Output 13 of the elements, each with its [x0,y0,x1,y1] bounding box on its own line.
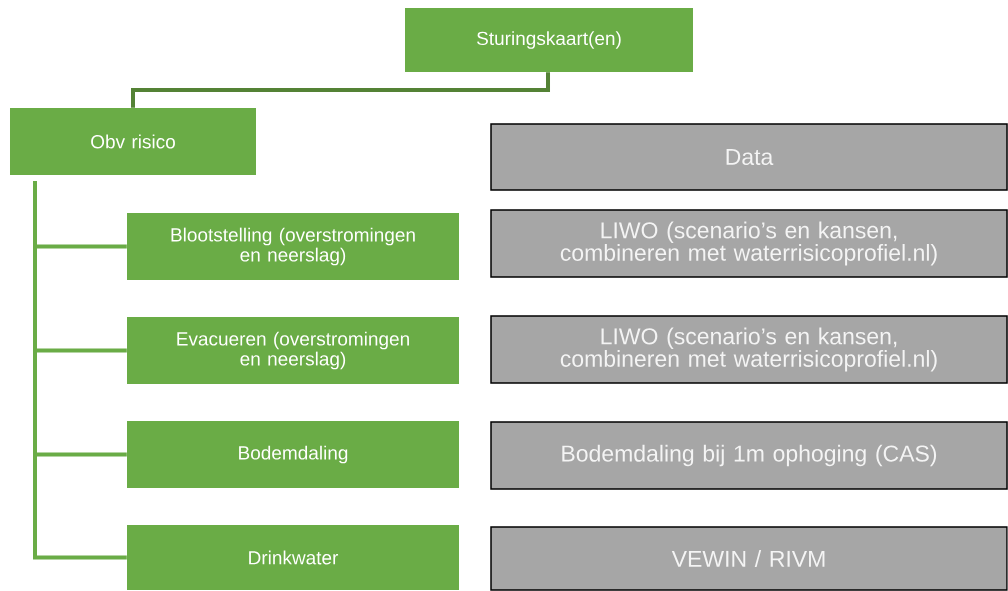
data-box: Data [490,123,1008,191]
category-box: Bodemdaling [127,421,459,488]
data-box: LIWO (scenario’s en kansen, combineren met waterrisicoprofiel.nl) [490,315,1008,384]
data-box: VEWIN / RIVM [490,526,1008,591]
category-box: Evacueren (overstromingen en neerslag) [127,317,459,384]
category-box: Sturingskaart(en) [405,8,693,72]
connector-line [131,72,550,108]
category-box: Obv risico [10,108,256,175]
data-box: Bodemdaling bij 1m ophoging (CAS) [490,421,1008,490]
category-box: Blootstelling (overstromingen en neerslag) [127,213,459,280]
connector-line [33,181,127,560]
category-box: Drinkwater [127,525,459,590]
data-box: LIWO (scenario’s en kansen, combineren met waterrisicoprofiel.nl) [490,209,1008,278]
